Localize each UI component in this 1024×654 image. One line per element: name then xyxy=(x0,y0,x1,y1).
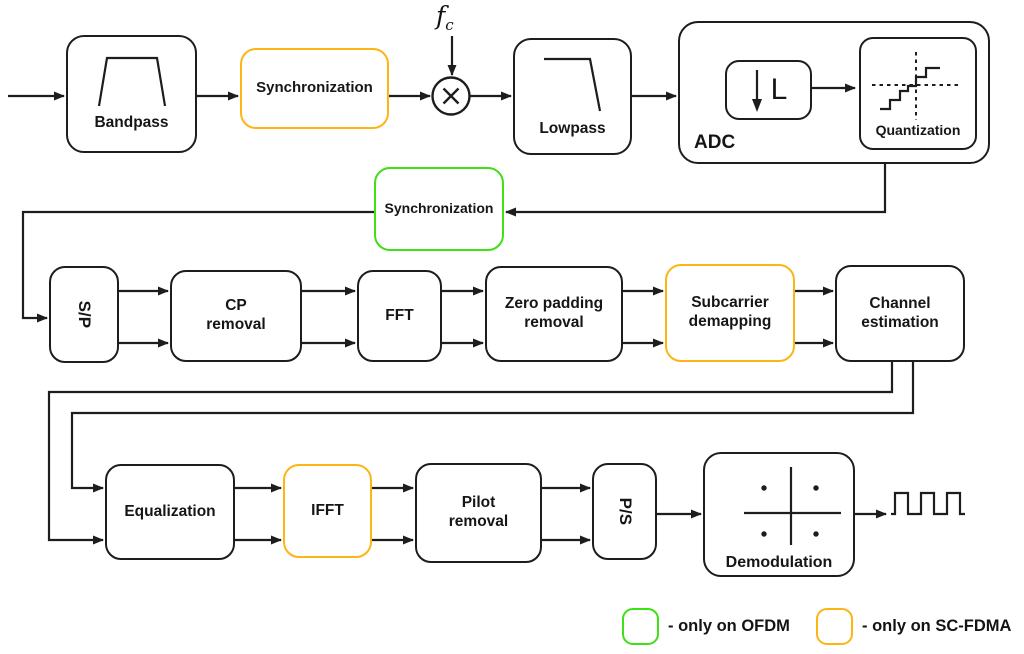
legend-item-scfdma: - only on SC-FDMA xyxy=(816,608,1011,645)
channel-estimation-label: Channel estimation xyxy=(861,294,939,331)
constellation-icon xyxy=(744,466,841,545)
downsample-block: L xyxy=(725,60,812,120)
synchronization-ofdm-block: Synchronization xyxy=(374,167,504,251)
sp-label: S/P xyxy=(75,300,95,329)
synchronization-scfdma-block: Synchronization xyxy=(240,48,389,129)
ifft-label: IFFT xyxy=(311,501,344,519)
serial-to-parallel-block: S/P xyxy=(49,266,119,363)
equalization-label: Equalization xyxy=(124,502,216,520)
quantization-block: Quantization xyxy=(859,37,977,150)
legend-scfdma-label: - only on SC-FDMA xyxy=(862,617,1012,635)
parallel-to-serial-block: P/S xyxy=(592,463,657,560)
quantizer-staircase-icon xyxy=(872,51,960,120)
legend-orange-swatch xyxy=(816,608,853,645)
ps-label: P/S xyxy=(615,497,635,526)
channel-estimation-block: Channel estimation xyxy=(835,265,965,362)
demodulation-block: Demodulation xyxy=(703,452,855,577)
cp-removal-label: CP removal xyxy=(206,297,266,333)
bandpass-response-icon xyxy=(97,56,166,106)
cp-removal-block: CP removal xyxy=(170,270,302,362)
pilot-removal-label: Pilot removal xyxy=(448,494,509,530)
lowpass-filter-block: Lowpass xyxy=(513,38,632,155)
downsample-factor-label: L xyxy=(770,72,788,106)
fft-block: FFT xyxy=(357,270,442,362)
lowpass-response-icon xyxy=(543,57,601,112)
legend-ofdm-label: - only on OFDM xyxy=(668,617,790,635)
legend-item-ofdm: - only on OFDM xyxy=(622,608,790,645)
quantization-label: Quantization xyxy=(875,121,961,138)
subcarrier-demapping-block: Subcarrier demapping xyxy=(665,264,795,362)
fft-label: FFT xyxy=(385,306,414,324)
demodulation-label: Demodulation xyxy=(725,553,833,571)
bandpass-filter-block: Bandpass xyxy=(66,35,197,153)
adc-label: ADC xyxy=(694,131,736,153)
pilot-removal-block: Pilot removal xyxy=(415,463,542,563)
lowpass-label: Lowpass xyxy=(539,120,606,138)
ifft-block: IFFT xyxy=(283,464,372,558)
carrier-frequency-label: fc xyxy=(436,1,454,34)
zero-padding-removal-block: Zero padding removal xyxy=(485,266,623,362)
subcarrier-demapping-label: Subcarrier demapping xyxy=(688,294,772,330)
down-arrow-icon xyxy=(751,70,762,112)
mixer-icon xyxy=(431,76,471,116)
square-wave-output-icon xyxy=(891,491,965,516)
sync-baseband-label: Synchronization xyxy=(384,200,494,217)
adc-block: ADC L Quantization xyxy=(678,21,990,164)
bandpass-label: Bandpass xyxy=(94,113,169,131)
zero-padding-removal-label: Zero padding removal xyxy=(504,295,604,331)
equalization-block: Equalization xyxy=(105,464,235,560)
sync-rf-label: Synchronization xyxy=(256,79,373,97)
legend-green-swatch xyxy=(622,608,659,645)
